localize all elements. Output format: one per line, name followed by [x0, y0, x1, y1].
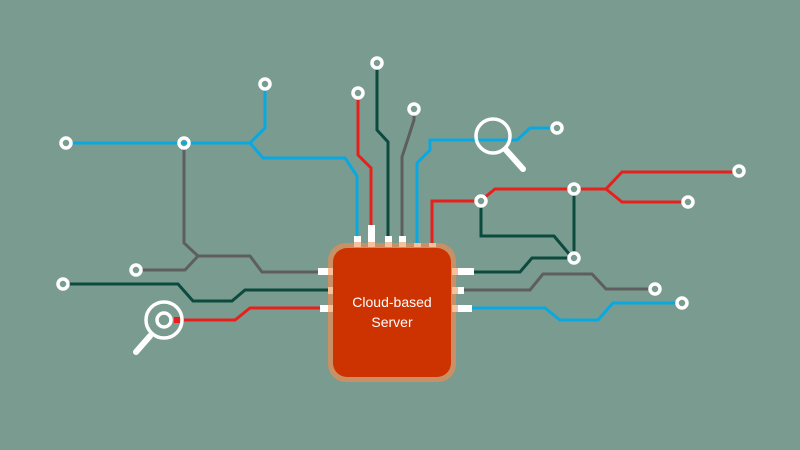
node[interactable]	[258, 77, 272, 91]
node[interactable]	[177, 136, 191, 150]
connector-red-top	[356, 98, 373, 230]
connector-blue-right	[458, 301, 678, 322]
node[interactable]	[681, 195, 695, 209]
magnifier-icon	[474, 117, 526, 172]
node[interactable]	[648, 282, 662, 296]
node[interactable]	[550, 121, 564, 135]
connector-gray-top	[400, 114, 416, 240]
node[interactable]	[474, 194, 488, 208]
node[interactable]	[567, 251, 581, 265]
connector-green-left	[67, 282, 330, 303]
connector-green-top	[375, 68, 390, 240]
node[interactable]	[59, 136, 73, 150]
node[interactable]	[370, 56, 384, 70]
magnifier-target-icon	[133, 300, 184, 355]
node[interactable]	[732, 164, 746, 178]
connector-gray-left	[140, 147, 320, 274]
connector-red-right	[430, 170, 735, 243]
node[interactable]	[56, 277, 70, 291]
server-label-line1: Cloud-based	[352, 294, 431, 310]
server-label-line2: Server	[371, 314, 413, 330]
connector-blue-top	[415, 126, 553, 243]
connector-gray-right	[458, 272, 651, 292]
chip-pins	[318, 225, 474, 312]
connector-blue-left	[70, 88, 359, 240]
node[interactable]	[567, 182, 581, 196]
endpoint-nodes	[56, 56, 746, 310]
node[interactable]	[129, 263, 143, 277]
connector-green-right	[458, 193, 576, 274]
server-chip[interactable]: Cloud-based Server	[318, 225, 474, 382]
connector-red-left	[180, 306, 322, 322]
node[interactable]	[351, 86, 365, 100]
node[interactable]	[407, 102, 421, 116]
node[interactable]	[675, 296, 689, 310]
